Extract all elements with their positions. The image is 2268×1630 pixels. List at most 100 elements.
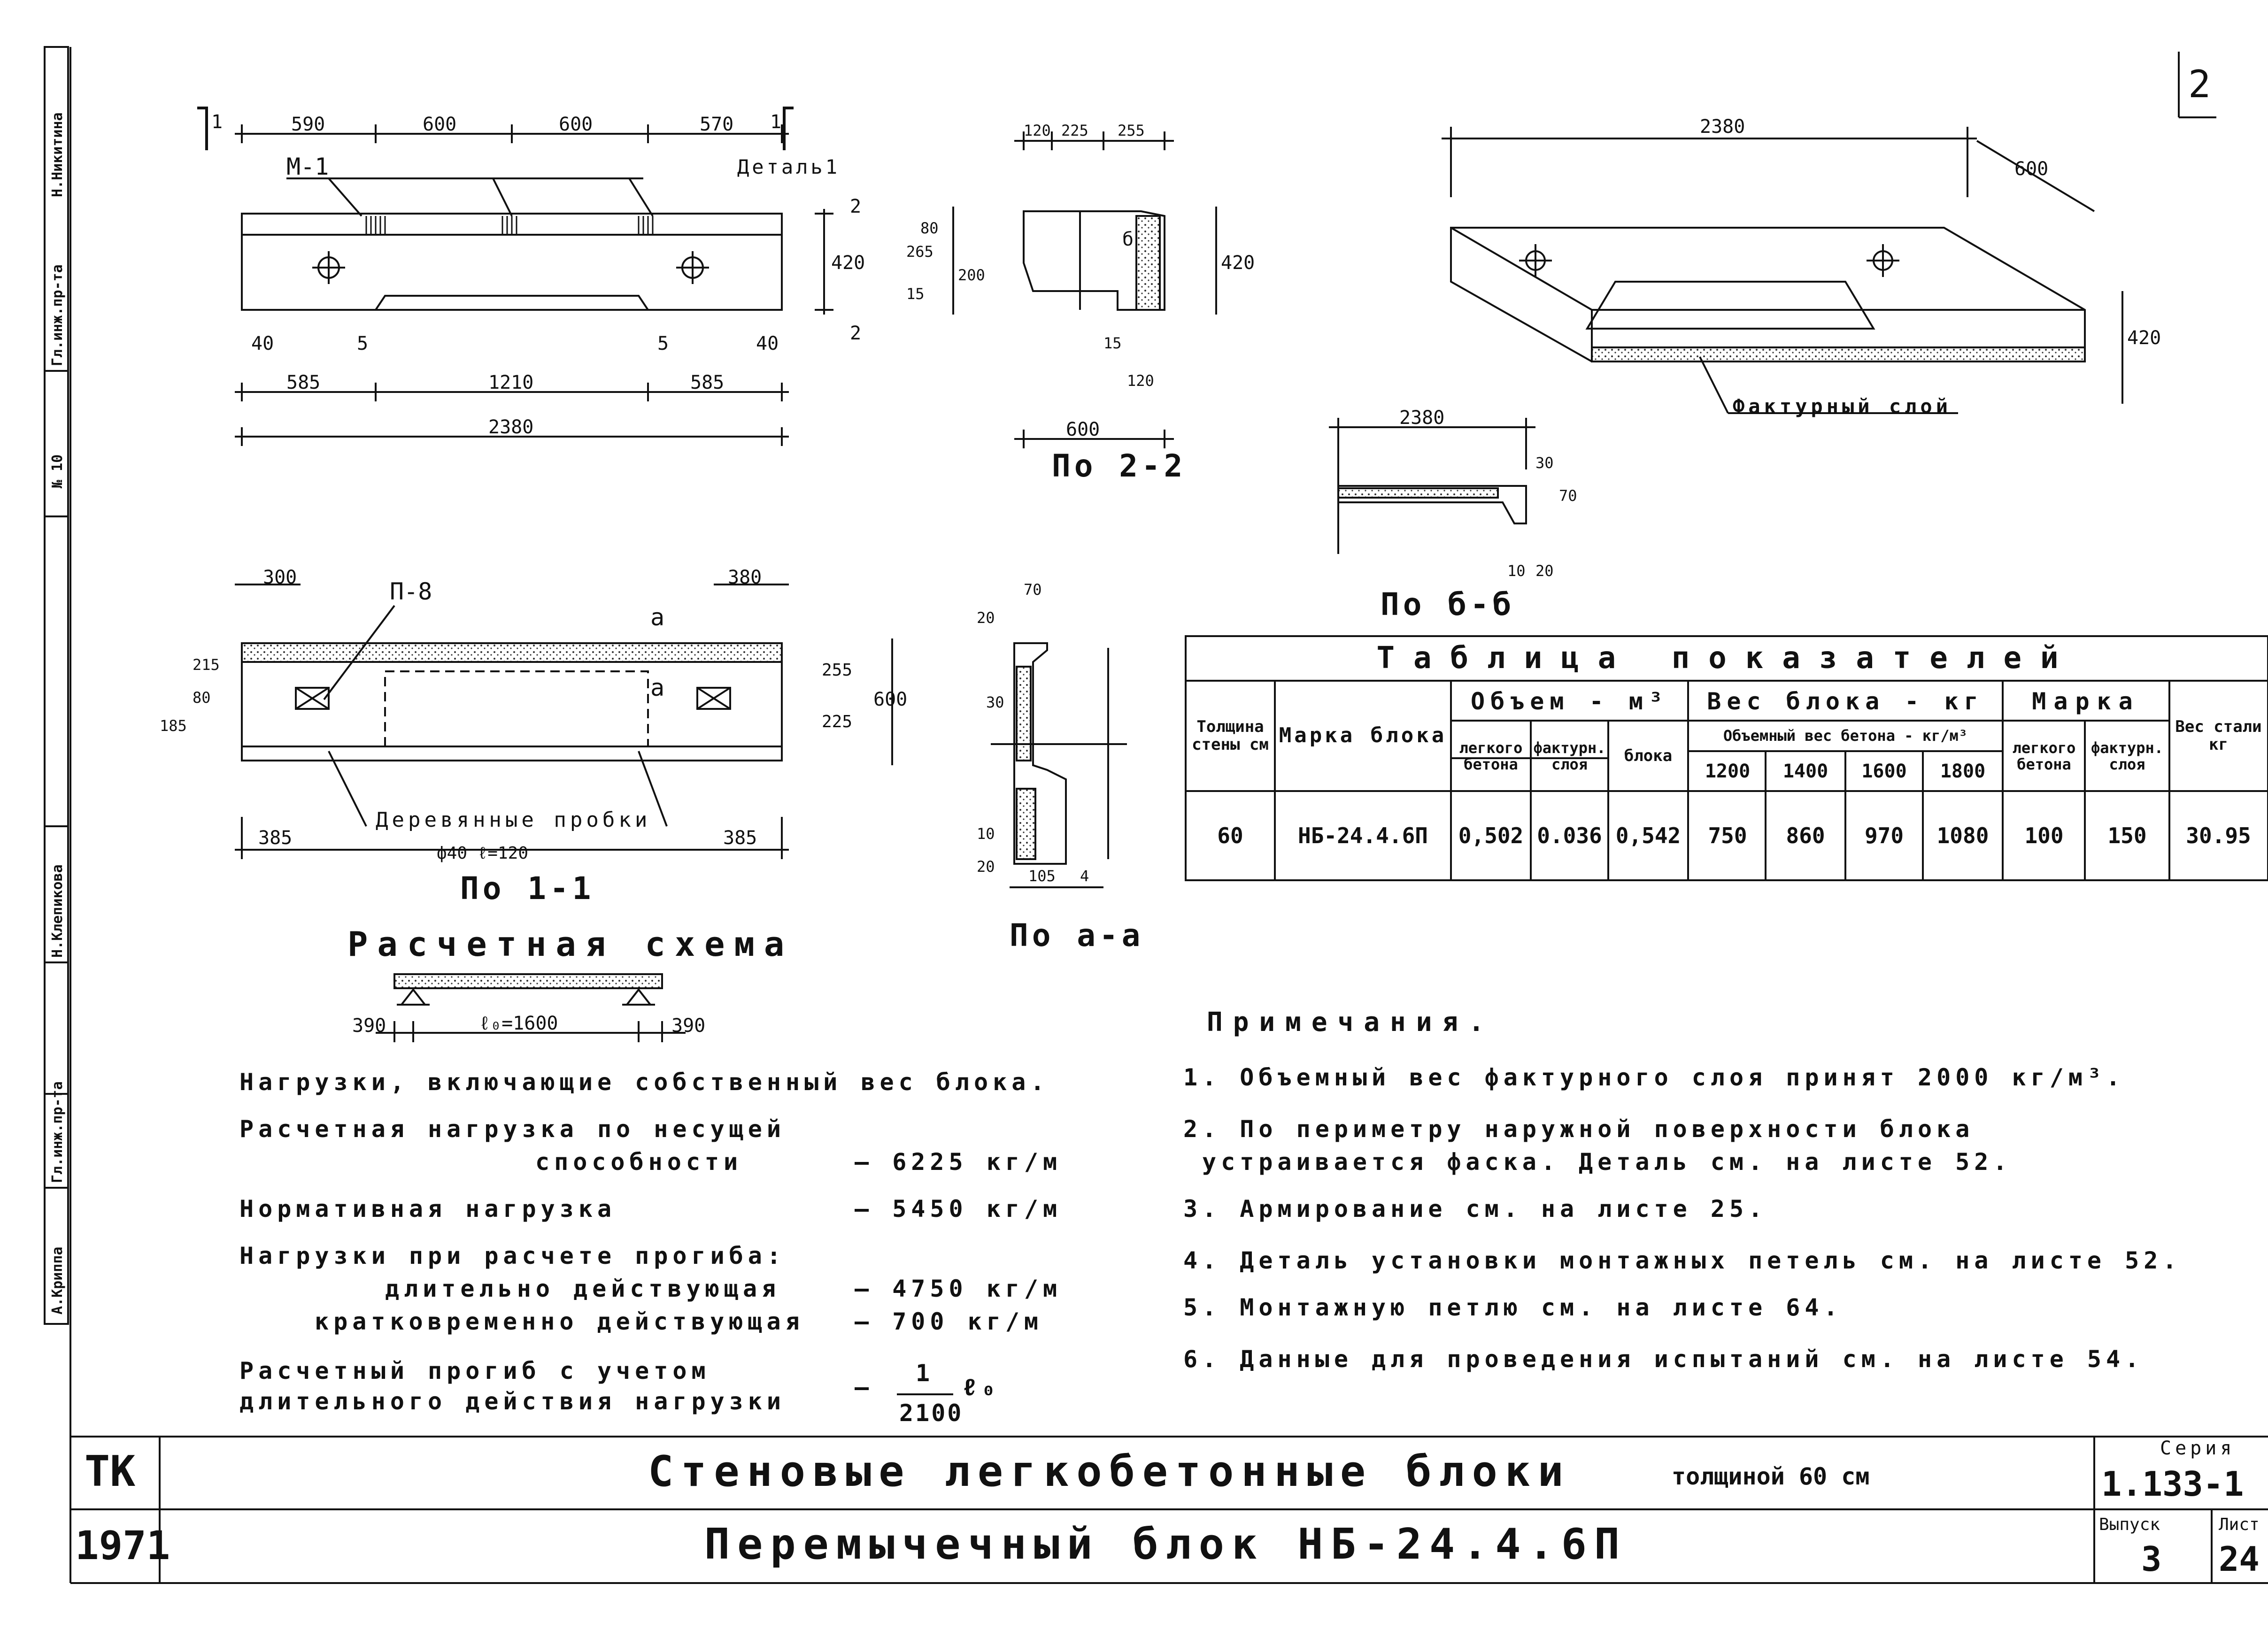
stamp-name-3: А.Криппа [49, 1246, 66, 1315]
series-label: Серия [2160, 1438, 2236, 1459]
th-weight-1800: 1800 [1940, 761, 1986, 782]
section-mark-left: 1 [211, 111, 223, 133]
dim11-225: 225 [822, 712, 853, 731]
stamp-role-2: Гл.инж.пр-та [49, 1081, 66, 1183]
dim11-215: 215 [193, 656, 220, 674]
sheet-number: 24 [2219, 1539, 2260, 1579]
note-3: 3. Армирование см. на листе 25. [1183, 1195, 1767, 1222]
dim-5-right: 5 [657, 333, 669, 354]
aa-dim-70: 70 [1024, 581, 1042, 599]
load-deflection-heading: Нагрузки при расчете прогиба: [239, 1242, 786, 1269]
aa-dim-10: 10 [977, 825, 995, 843]
th-grade-light: легкого бетона [2012, 738, 2076, 773]
dim-585-right: 585 [690, 372, 725, 393]
issue-number: 3 [2141, 1539, 2162, 1579]
deflection-numerator: 1 [916, 1360, 935, 1387]
label-plug-size: ф40 ℓ=120 [437, 844, 528, 863]
dim22-120-bottom: 120 [1127, 372, 1154, 390]
td-weight-1200: 750 [1708, 823, 1747, 848]
bb-dim-20: 20 [1535, 562, 1554, 580]
caption-22: По 2-2 [1052, 448, 1187, 484]
th-wall-thickness: Толщина стены см [1192, 717, 1269, 754]
dim22-600: 600 [1066, 419, 1100, 440]
section-mark-right: 1 [770, 111, 782, 133]
note-2-cont: устраивается фаска. Деталь см. на листе … [1202, 1148, 2012, 1176]
load-long-label: длительно действующая [385, 1275, 781, 1302]
note-1: 1. Объемный вес фактурного слоя принят 2… [1183, 1064, 2125, 1091]
th-weight-1200: 1200 [1705, 761, 1751, 782]
td-weight-1600: 970 [1864, 823, 1904, 848]
dim-585-left: 585 [286, 372, 321, 393]
aa-dim-20-top: 20 [977, 609, 995, 627]
td-vol-facing: 0.036 [1537, 823, 1602, 848]
dim-2-bottom: 2 [850, 323, 862, 344]
series-number: 1.133-1 [2101, 1464, 2244, 1504]
td-weight-1400: 860 [1786, 823, 1825, 848]
title-line-2: Перемычечный блок НБ-24.4.6П [704, 1520, 1628, 1569]
label-wooden-plugs: Деревянные пробки [376, 808, 651, 832]
dim11-80: 80 [193, 689, 211, 707]
aa-dim-20-bottom: 20 [977, 858, 995, 876]
scheme-dim-390-left: 390 [352, 1015, 386, 1037]
iso-dim-2380: 2380 [1700, 116, 1745, 138]
td-vol-block: 0,542 [1615, 823, 1681, 848]
deflection-suffix: ℓ₀ [963, 1374, 1001, 1401]
th-block-mark: Марка блока [1279, 723, 1447, 748]
th-weight-1400: 1400 [1782, 761, 1828, 782]
deflection-dash: – [855, 1374, 874, 1401]
loads-heading: Нагрузки, включающие собственный вес бло… [239, 1069, 1049, 1096]
deflection-denominator: 2100 [899, 1399, 964, 1427]
note-5: 5. Монтажную петлю см. на листе 64. [1183, 1294, 1843, 1321]
td-grade-facing: 150 [2107, 823, 2147, 848]
caption-bb: По б-б [1381, 586, 1515, 623]
issue-label: Выпуск [2099, 1515, 2160, 1534]
scheme-dim-390-right: 390 [671, 1015, 706, 1037]
label-p8: П-8 [390, 578, 432, 605]
dim22-80: 80 [920, 219, 939, 237]
aa-dim-4: 4 [1080, 867, 1089, 885]
dim22-120: 120 [1024, 122, 1051, 139]
td-wall-thickness: 60 [1217, 823, 1243, 848]
dim11-385-left: 385 [258, 827, 293, 849]
stamp-role-1: Гл.инж.пр-та [49, 264, 66, 366]
dim11-255: 255 [822, 661, 853, 680]
scheme-title: Расчетная схема [347, 924, 794, 964]
stamp-name-2: Н.Клепикова [49, 864, 66, 958]
stamp-number: № 10 [49, 454, 66, 488]
note-4: 4. Деталь установки монтажных петель см.… [1183, 1247, 2182, 1274]
th-weight: Вес блока - кг [1707, 687, 1984, 715]
dim22-225: 225 [1061, 122, 1088, 139]
th-vol-facing: фактурн. слоя [1533, 738, 1606, 773]
sheet-mark: 2 [2188, 62, 2211, 106]
dim11-380: 380 [728, 567, 762, 588]
bb-dim-30: 30 [1535, 454, 1554, 472]
deflection-label: Расчетный прогиб с учетом [239, 1357, 710, 1384]
deflection-label2: длительного действия нагрузки [239, 1388, 786, 1415]
caption-11: По 1-1 [460, 870, 595, 907]
table-title: Таблица показателей [1376, 641, 2077, 676]
dim-570: 570 [700, 114, 734, 135]
mark-b-22: б [1122, 229, 1134, 250]
dim11-385-right: 385 [723, 827, 757, 849]
dim-600a: 600 [423, 114, 457, 135]
dim-40-left: 40 [251, 333, 274, 354]
dim22-200: 200 [958, 266, 985, 284]
bb-dim-10: 10 [1507, 562, 1526, 580]
td-steel-weight: 30.95 [2186, 823, 2251, 848]
dim22-420: 420 [1221, 252, 1255, 274]
td-grade-light: 100 [2024, 823, 2064, 848]
dim11-185: 185 [160, 717, 187, 735]
dim-height-420: 420 [831, 252, 865, 274]
label-detail: Деталь1 [737, 155, 841, 178]
org-code: ТК [85, 1447, 136, 1496]
caption-aa: По а-а [1010, 917, 1144, 953]
dim-590: 590 [291, 114, 325, 135]
label-m1: М-1 [286, 153, 329, 180]
mark-a-top: а [650, 604, 665, 631]
load-short-label: кратковременно действующая [315, 1308, 804, 1335]
th-vol-light: легкого бетона [1459, 738, 1523, 773]
load-short-value: – 700 кг/м [855, 1308, 1043, 1335]
td-weight-1800: 1080 [1936, 823, 1989, 848]
th-vol-block: блока [1624, 746, 1673, 766]
